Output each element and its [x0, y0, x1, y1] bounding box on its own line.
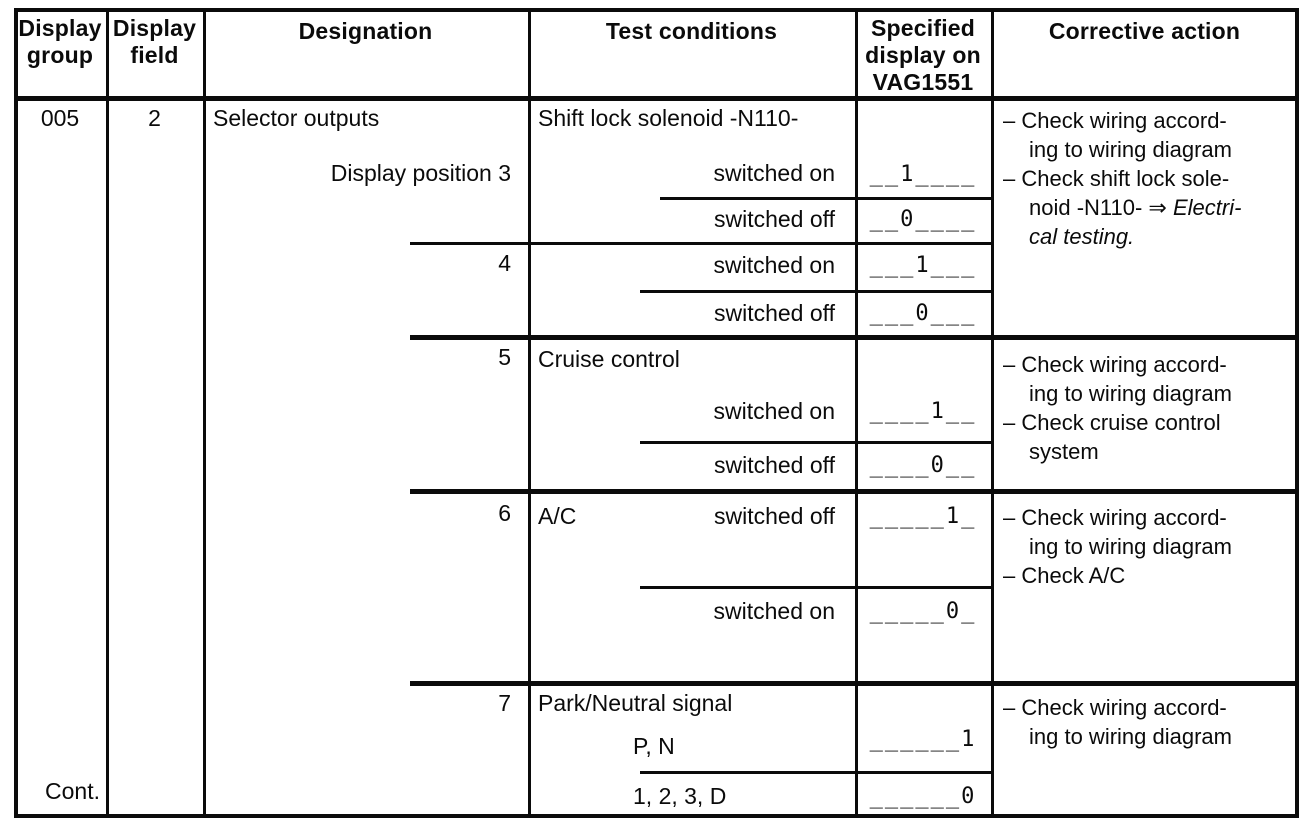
corrective-line: ing to wiring diagram: [1029, 534, 1232, 559]
table-outer-border: [14, 8, 1299, 818]
section-divider-pos6: [410, 489, 1299, 494]
display-p6-off: _____1_: [869, 504, 977, 529]
display-p3-off: __0____: [869, 207, 977, 232]
cell-display-field: 2: [148, 105, 161, 131]
column-divider-specified-corrective: [991, 8, 994, 818]
col-header-designation: Designation: [298, 18, 433, 44]
display-p5-on: ____1__: [869, 399, 977, 424]
corrective-line-italic: Electri-: [1172, 195, 1242, 220]
test-p3-switched-on: switched on: [713, 160, 835, 186]
col-header-specified-display: Specified display on VAG1551: [865, 15, 981, 95]
display-p7-pn: ______1: [869, 727, 977, 752]
test-p6-switched-on: switched on: [713, 598, 835, 624]
col-header-corrective-action: Corrective action: [1048, 18, 1241, 44]
header-divider: [14, 96, 1299, 101]
test-p5-switched-on: switched on: [713, 398, 835, 424]
row-divider-p6-onoff: [640, 586, 991, 589]
corrective-line: system: [1029, 439, 1099, 464]
display-p7-123d: ______0: [869, 784, 977, 809]
corrective-line: ing to wiring diagram: [1029, 724, 1232, 749]
corrective-section-3: – Check wiring accord- ing to wiring dia…: [1003, 503, 1298, 590]
test-p4-switched-on: switched on: [713, 252, 835, 278]
cell-position-7: 7: [498, 690, 511, 716]
corrective-line: – Check wiring accord-: [1003, 352, 1227, 377]
cont-label: Cont.: [45, 778, 100, 804]
test-ac: A/C: [538, 503, 577, 529]
row-divider-p7-onoff: [640, 771, 991, 774]
corrective-section-4: – Check wiring accord- ing to wiring dia…: [1003, 693, 1298, 751]
corrective-line: – Check wiring accord-: [1003, 695, 1227, 720]
cell-designation: Selector outputs: [213, 105, 380, 131]
test-p6-switched-off: switched off: [713, 503, 835, 529]
test-p5-switched-off: switched off: [713, 452, 835, 478]
test-cruise-control: Cruise control: [538, 346, 680, 372]
corrective-line: – Check A/C: [1003, 563, 1126, 588]
col-header-test-conditions: Test conditions: [605, 18, 778, 44]
col-header-display-field: Display field: [112, 15, 197, 68]
corrective-line: cal testing.: [1003, 222, 1298, 251]
cell-designation-sub: Display position 3: [330, 160, 511, 186]
test-p4-switched-off: switched off: [713, 300, 835, 326]
column-divider-test-specified: [855, 8, 858, 818]
test-p7-123d: 1, 2, 3, D: [633, 783, 727, 809]
cell-position-6: 6: [498, 500, 511, 526]
display-p3-on: __1____: [869, 162, 977, 187]
section-divider-pos4: [410, 242, 991, 245]
corrective-line: – Check wiring accord-: [1003, 108, 1227, 133]
display-p6-on: _____0_: [869, 599, 977, 624]
column-divider-group-field: [106, 8, 109, 818]
corrective-line: ing to wiring diagram: [1029, 137, 1232, 162]
test-p7-pn: P, N: [633, 733, 675, 759]
test-park-neutral: Park/Neutral signal: [538, 690, 733, 716]
corrective-line: ing to wiring diagram: [1029, 381, 1232, 406]
column-divider-field-designation: [203, 8, 206, 818]
test-shift-lock: Shift lock solenoid -N110-: [538, 105, 799, 131]
display-p4-off: ___0___: [869, 301, 977, 326]
corrective-line: – Check cruise control: [1003, 410, 1221, 435]
corrective-line-part: noid -N110- ⇒: [1029, 195, 1173, 220]
test-p3-switched-off: switched off: [713, 206, 835, 232]
col-header-display-group: Display group: [18, 15, 102, 68]
cell-position-4: 4: [498, 250, 511, 276]
row-divider-p5-onoff: [640, 441, 991, 444]
cell-position-5: 5: [498, 344, 511, 370]
cell-display-group: 005: [40, 105, 80, 131]
corrective-line-italic: cal testing.: [1029, 224, 1135, 249]
section-divider-pos5: [410, 335, 1299, 340]
corrective-line: – Check wiring accord-: [1003, 505, 1227, 530]
corrective-line: noid -N110- ⇒ Electri-: [1003, 193, 1298, 222]
column-divider-designation-test: [528, 8, 531, 818]
corrective-section-2: – Check wiring accord- ing to wiring dia…: [1003, 350, 1298, 466]
corrective-line: – Check shift lock sole-: [1003, 166, 1230, 191]
corrective-section-1: – Check wiring accord- ing to wiring dia…: [1003, 106, 1298, 251]
row-divider-p4-onoff: [640, 290, 991, 293]
row-divider-p3-onoff: [660, 197, 991, 200]
display-p4-on: ___1___: [869, 253, 977, 278]
display-p5-off: ____0__: [869, 453, 977, 478]
section-divider-pos7: [410, 681, 1299, 686]
